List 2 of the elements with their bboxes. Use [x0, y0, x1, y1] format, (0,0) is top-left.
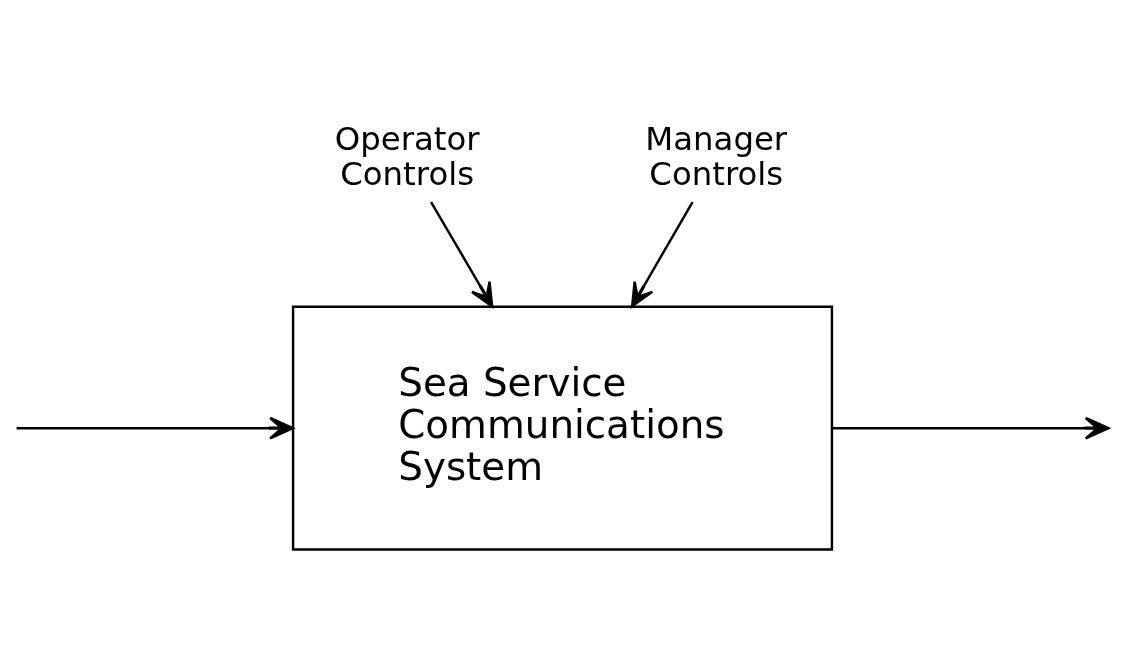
- node-text: Manager Controls: [645, 119, 788, 193]
- node-text: Operator Controls: [334, 119, 480, 193]
